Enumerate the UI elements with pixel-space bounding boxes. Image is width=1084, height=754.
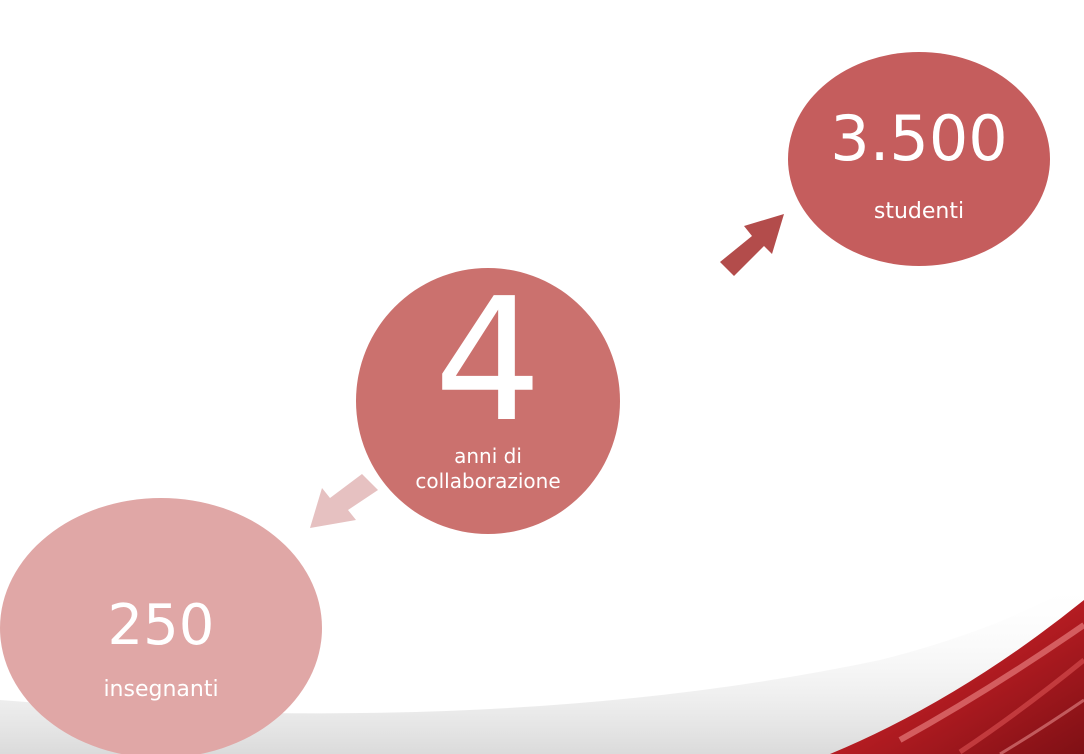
teachers-circle: 250 insegnanti bbox=[0, 498, 322, 754]
students-label: studenti bbox=[873, 199, 965, 224]
arrow-up-right-icon bbox=[720, 214, 784, 276]
bottom-shadow-band bbox=[0, 580, 1084, 754]
corner-swoosh bbox=[830, 600, 1084, 754]
corner-swoosh-highlight-2 bbox=[958, 658, 1084, 754]
years-count: 4 bbox=[433, 262, 543, 460]
students-count: 3.500 bbox=[830, 102, 1008, 175]
arrow-up-right-shape bbox=[720, 214, 784, 276]
arrow-down-left-icon bbox=[310, 474, 378, 528]
teachers-count: 250 bbox=[107, 593, 215, 658]
years-circle: 4 anni di collaborazione bbox=[356, 268, 620, 534]
arrow-down-left-shape bbox=[310, 474, 378, 528]
years-label: anni di collaborazione bbox=[356, 444, 620, 494]
years-label-line-1: anni di bbox=[454, 444, 522, 468]
corner-swoosh-highlight-3 bbox=[999, 698, 1084, 754]
corner-swoosh-highlight bbox=[898, 622, 1084, 743]
teachers-label: insegnanti bbox=[103, 677, 219, 702]
students-circle: 3.500 studenti bbox=[788, 52, 1050, 266]
years-label-line-2: collaborazione bbox=[415, 469, 561, 493]
